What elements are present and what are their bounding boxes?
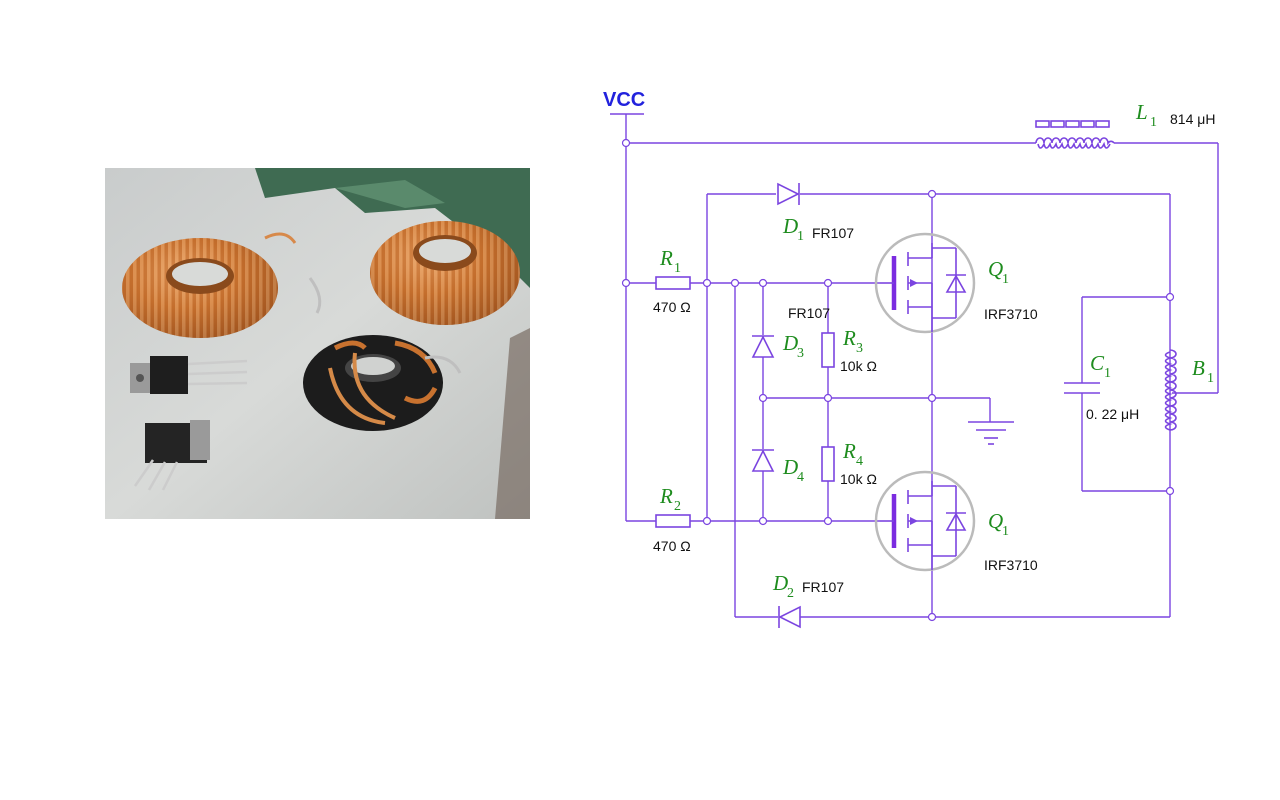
svg-text:1: 1 bbox=[1207, 371, 1214, 386]
label-r3: R 3 10k Ω bbox=[840, 326, 877, 374]
svg-text:FR107: FR107 bbox=[788, 305, 830, 321]
diode-d1 bbox=[777, 182, 800, 206]
wire-vcc-rail bbox=[626, 142, 1219, 394]
label-d3: FR107 D 3 bbox=[782, 305, 830, 361]
svg-text:0. 22 μH: 0. 22 μH bbox=[1086, 406, 1139, 422]
svg-text:1: 1 bbox=[1002, 524, 1009, 539]
transistor-1 bbox=[130, 356, 248, 394]
svg-text:L: L bbox=[1135, 100, 1148, 124]
label-r2: R 2 470 Ω bbox=[653, 484, 691, 554]
svg-text:Q: Q bbox=[988, 509, 1003, 533]
transformer-b1 bbox=[1164, 349, 1177, 431]
svg-text:4: 4 bbox=[856, 454, 863, 469]
mosfet-q1-top bbox=[874, 232, 976, 334]
resistor-r2 bbox=[655, 514, 691, 528]
svg-text:D: D bbox=[782, 331, 798, 355]
label-d4: D 4 bbox=[782, 455, 804, 485]
svg-text:IRF3710: IRF3710 bbox=[984, 557, 1038, 573]
svg-text:470 Ω: 470 Ω bbox=[653, 538, 691, 554]
diode-d4 bbox=[751, 449, 775, 472]
svg-text:D: D bbox=[782, 455, 798, 479]
label-b1: B 1 bbox=[1192, 356, 1214, 386]
svg-text:D: D bbox=[782, 214, 798, 238]
label-q1-top: Q 1 IRF3710 bbox=[984, 257, 1038, 322]
label-r1: R 1 470 Ω bbox=[653, 246, 691, 315]
label-r4: R 4 10k Ω bbox=[840, 439, 877, 487]
label-d2: D 2 FR107 bbox=[772, 571, 844, 601]
wire-top-gate bbox=[626, 282, 880, 617]
resistor-r3 bbox=[821, 332, 835, 368]
svg-text:R: R bbox=[659, 484, 673, 508]
svg-text:470 Ω: 470 Ω bbox=[653, 299, 691, 315]
svg-text:2: 2 bbox=[674, 499, 681, 514]
svg-text:1: 1 bbox=[674, 261, 681, 276]
svg-text:B: B bbox=[1192, 356, 1205, 380]
wire-c1-branch bbox=[1081, 296, 1170, 492]
mosfet-q1-bottom bbox=[874, 470, 976, 572]
diode-d2 bbox=[778, 605, 801, 629]
inductor-photo bbox=[105, 168, 530, 519]
svg-text:IRF3710: IRF3710 bbox=[984, 306, 1038, 322]
svg-text:1: 1 bbox=[1002, 272, 1009, 287]
svg-text:1: 1 bbox=[1104, 366, 1111, 381]
label-l1: L 1 814 μH bbox=[1135, 100, 1215, 130]
capacitor-c1 bbox=[1064, 382, 1100, 394]
label-d1: D 1 FR107 bbox=[782, 214, 854, 244]
svg-text:1: 1 bbox=[797, 229, 804, 244]
toroid-right bbox=[370, 221, 520, 325]
resistor-r1 bbox=[655, 276, 691, 290]
svg-text:2: 2 bbox=[787, 586, 794, 601]
svg-text:D: D bbox=[772, 571, 788, 595]
vcc-terminal: VCC bbox=[603, 89, 645, 521]
svg-text:C: C bbox=[1090, 351, 1105, 375]
svg-text:R: R bbox=[659, 246, 673, 270]
label-c1: C 1 0. 22 μH bbox=[1086, 351, 1139, 422]
transistor-2 bbox=[133, 420, 210, 491]
resistor-r4 bbox=[821, 446, 835, 482]
svg-text:4: 4 bbox=[797, 470, 804, 485]
junction-nodes bbox=[621, 138, 1175, 622]
svg-text:3: 3 bbox=[797, 346, 804, 361]
wire-branches bbox=[762, 283, 991, 521]
svg-text:1: 1 bbox=[1150, 115, 1157, 130]
svg-text:10k Ω: 10k Ω bbox=[840, 471, 877, 487]
svg-text:FR107: FR107 bbox=[802, 579, 844, 595]
svg-text:Q: Q bbox=[988, 257, 1003, 281]
diode-d3 bbox=[751, 335, 775, 358]
toroid-black bbox=[303, 335, 462, 431]
ground-symbol bbox=[968, 421, 1014, 445]
svg-text:R: R bbox=[842, 439, 856, 463]
inductor-l1 bbox=[1035, 120, 1115, 149]
svg-text:3: 3 bbox=[856, 341, 863, 356]
vcc-label: VCC bbox=[603, 89, 645, 111]
label-q1-bottom: Q 1 IRF3710 bbox=[984, 509, 1038, 573]
svg-text:FR107: FR107 bbox=[812, 225, 854, 241]
svg-text:10k Ω: 10k Ω bbox=[840, 358, 877, 374]
svg-text:R: R bbox=[842, 326, 856, 350]
toroid-left bbox=[122, 232, 322, 338]
svg-text:814 μH: 814 μH bbox=[1170, 111, 1215, 127]
